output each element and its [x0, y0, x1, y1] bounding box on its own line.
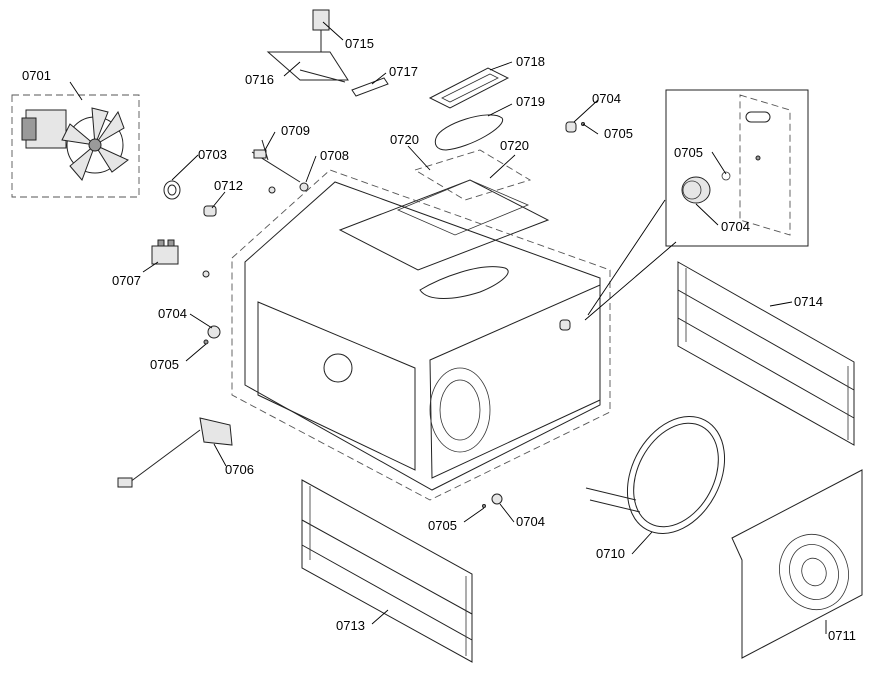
callout-0718[interactable]: 0718 [516, 54, 545, 69]
callout-0704-inset[interactable]: 0704 [721, 219, 750, 234]
knob-top-right[interactable] [565, 121, 585, 133]
heat-shield-plates[interactable] [338, 149, 550, 271]
door-switch[interactable] [151, 239, 179, 265]
callout-0711[interactable]: 0711 [828, 628, 856, 643]
side-rack-right[interactable] [677, 261, 855, 446]
knob-left[interactable] [203, 325, 221, 345]
gasket-ring[interactable] [163, 180, 181, 200]
thermostat[interactable] [312, 9, 330, 52]
grommet[interactable] [299, 182, 309, 192]
ring-heating-element[interactable] [585, 400, 744, 551]
detail-inset [584, 89, 809, 321]
callout-0705-top[interactable]: 0705 [604, 126, 633, 141]
callout-0705-inset[interactable]: 0705 [674, 145, 703, 160]
callout-0713[interactable]: 0713 [336, 618, 365, 633]
oven-cavity[interactable] [231, 169, 611, 501]
callout-0704-bottom[interactable]: 0704 [516, 514, 545, 529]
callout-0706[interactable]: 0706 [225, 462, 254, 477]
callout-0719[interactable]: 0719 [516, 94, 545, 109]
callout-0712[interactable]: 0712 [214, 178, 243, 193]
knob-bottom[interactable] [482, 493, 503, 508]
callout-0720-right[interactable]: 0720 [500, 138, 529, 153]
seal-ring[interactable] [434, 114, 503, 151]
callout-0704-left[interactable]: 0704 [158, 306, 187, 321]
callout-0705-bottom[interactable]: 0705 [428, 518, 457, 533]
side-rack-left[interactable] [301, 479, 473, 663]
latch-rod[interactable] [351, 77, 389, 97]
callout-0704-top[interactable]: 0704 [592, 91, 621, 106]
callout-0709[interactable]: 0709 [281, 123, 310, 138]
mounting-bracket[interactable] [266, 51, 349, 83]
callout-0715[interactable]: 0715 [345, 36, 374, 51]
fan-motor-assembly[interactable] [11, 94, 140, 198]
callout-0716[interactable]: 0716 [245, 72, 274, 87]
callout-labels: 0701 0703 0712 0707 0709 0708 0715 0716 … [22, 36, 856, 643]
callout-0701[interactable]: 0701 [22, 68, 51, 83]
callout-0714[interactable]: 0714 [794, 294, 823, 309]
small-cap[interactable] [203, 205, 217, 217]
rear-fan-cover[interactable] [731, 469, 863, 659]
small-nut [202, 186, 276, 278]
cover-plate[interactable] [428, 67, 510, 109]
callout-0703[interactable]: 0703 [198, 147, 227, 162]
knob-cavity-right[interactable] [559, 319, 571, 331]
oven-lamp-holder[interactable] [117, 417, 233, 488]
callout-0708[interactable]: 0708 [320, 148, 349, 163]
callout-0717[interactable]: 0717 [389, 64, 418, 79]
callout-0720-left[interactable]: 0720 [390, 132, 419, 147]
callout-0707[interactable]: 0707 [112, 273, 141, 288]
temperature-sensor[interactable] [251, 139, 301, 183]
leader-lines [69, 21, 827, 634]
callout-0705-left[interactable]: 0705 [150, 357, 179, 372]
callout-0710[interactable]: 0710 [596, 546, 625, 561]
